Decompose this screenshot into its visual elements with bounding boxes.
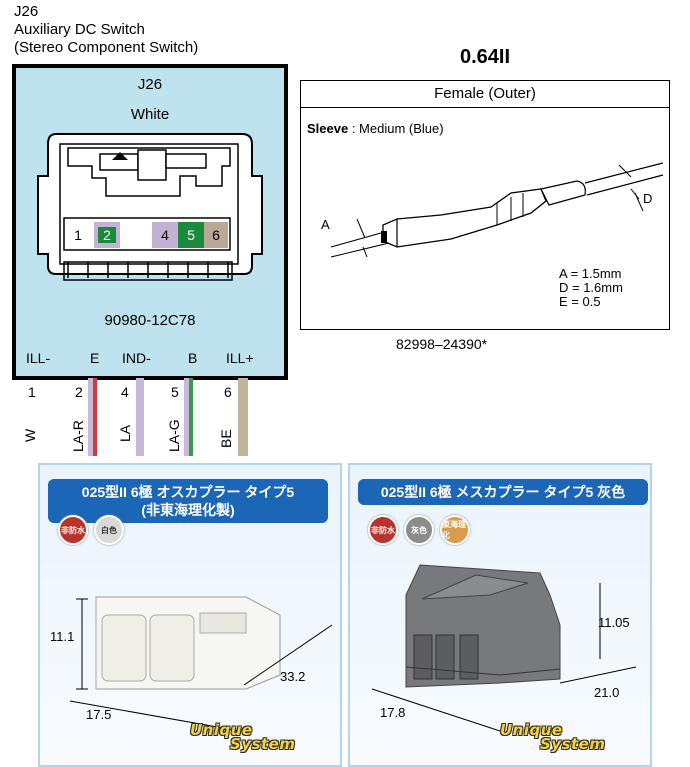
product-male-title-box: 025型II 6極 オスカプラー タイプ5 (非東海理化製) [48,479,328,523]
connector-code: J26 [137,76,163,93]
product-male-title: 025型II 6極 オスカプラー タイプ5 [81,484,295,500]
male-connector-drawing [69,596,333,732]
wire-2-stripe-tracer [93,378,97,456]
pin-3-empty [124,222,150,248]
sleeve-value: : Medium (Blue) [351,121,444,136]
dim-e: E = 0.5 [559,294,601,309]
connector-part-number: 90980-12C78 [104,312,196,329]
pin-4: 4 [152,222,178,248]
wire-5-stripe-tracer [189,378,193,456]
logo-2-line-2: System [540,735,606,753]
wire-5-code: LA-G [166,419,182,452]
component-name: Auxiliary DC Switch [14,21,145,38]
dim-label-d: D [643,191,653,206]
terminal-size: 0.64II [459,46,511,68]
wire-2-code: LA-R [70,420,86,452]
wire-5-pin: 5 [171,384,179,400]
wire-6-stripe [238,378,248,456]
wire-list: 1 W 2 LA-R 4 LA 5 LA-G 6 BE [12,378,288,456]
pin-5: 5 [178,222,204,248]
signal-ill-minus: ILL- [26,350,51,366]
signal-ill-plus: ILL+ [226,350,254,366]
product-card-male: 025型II 6極 オスカプラー タイプ5 (非東海理化製) 非防水 白色 11… [38,463,342,767]
wire-4-stripe [136,378,144,456]
unique-system-logo: Unique System [190,721,296,753]
terminal-dimensions: A = 1.5mm D = 1.6mm E = 0.5 [559,267,623,309]
signal-e: E [90,350,100,366]
female-connector-drawing [371,564,637,732]
component-subname: (Stereo Component Switch) [14,39,199,56]
badge-non-waterproof: 非防水 [58,515,88,545]
badge-gray: 灰色 [404,515,434,545]
pin-2-label: 2 [98,227,116,243]
wire-2-pin: 2 [75,384,83,400]
wire-5-stripe-base [184,378,189,456]
dim-a: A = 1.5mm [559,266,622,281]
product-female-title: 025型II 6極 メスカプラー タイプ5 灰色 [358,479,648,505]
signal-ind-minus: IND- [122,350,151,366]
badge-tokai-rika: 東海理化 [440,515,470,545]
connector-diagram: J26 White 1 2 4 5 6 90980-12C78 ILL- E I… [12,64,288,380]
terminal-spec-box: Female (Outer) Sleeve : Medium (Blue) A … [300,80,670,330]
sleeve-spec: Sleeve : Medium (Blue) [307,121,444,136]
signal-b: B [188,350,198,366]
female-dim-height: 11.05 [598,615,630,630]
male-dim-width: 17.5 [86,707,112,722]
logo-line-1: Unique [190,721,253,739]
wire-6-code: BE [218,429,234,448]
wire-2-stripe-base [88,378,93,456]
terminal-drawing [330,162,664,258]
product-card-female: 025型II 6極 メスカプラー タイプ5 灰色 非防水 灰色 東海理化 11.… [348,463,652,767]
female-dim-length: 21.0 [594,685,620,700]
wire-4-code: LA [117,424,133,442]
male-dim-length: 33.2 [280,669,306,684]
badge-white: 白色 [94,515,124,545]
pin-6: 6 [204,222,228,248]
wire-6-pin: 6 [224,384,232,400]
terminal-part-number: 82998–24390* [396,336,488,352]
pin-1: 1 [66,222,90,248]
female-dim-width: 17.8 [380,705,406,720]
dim-label-a: A [321,217,330,232]
pin-2: 2 [94,222,120,248]
terminal-type: Female (Outer) [301,81,669,108]
male-dim-height: 11.1 [50,629,75,644]
logo-line-2: System [230,735,296,753]
product-male-subtitle: (非東海理化製) [141,502,235,518]
wire-1-pin: 1 [28,384,36,400]
connector-face-drawing [37,133,263,281]
logo-2-line-1: Unique [500,721,563,739]
connector-code-heading: J26 [14,3,39,20]
wire-1-code: W [22,428,38,442]
connector-color: White [130,106,170,123]
badge-non-waterproof-2: 非防水 [368,515,398,545]
unique-system-logo-2: Unique System [500,721,606,753]
sleeve-label: Sleeve [307,121,349,136]
dim-d: D = 1.6mm [559,280,623,295]
wire-4-pin: 4 [121,384,129,400]
